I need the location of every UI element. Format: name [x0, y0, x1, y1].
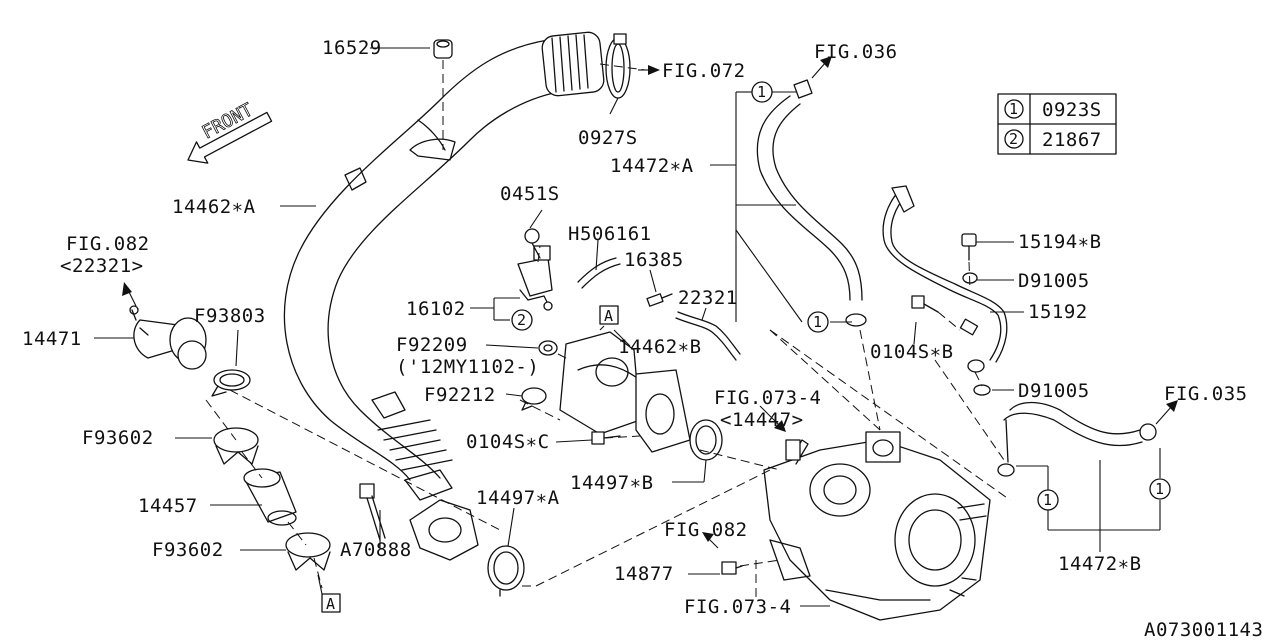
intake-duct-14462a: [283, 31, 605, 561]
label-f92209: F92209: [396, 334, 468, 356]
figure-id: A073001143: [1144, 619, 1263, 640]
turbo-outlet-pipe-14462b: [559, 331, 691, 453]
label-14462a: 14462∗A: [172, 196, 256, 218]
reference-box-a-lower: A: [321, 593, 341, 613]
label-fig073-upper: FIG.073-4: [714, 387, 821, 409]
label-15192: 15192: [1028, 301, 1088, 323]
legend-symbol-1-text: 1: [1009, 100, 1018, 118]
label-14471: 14471: [22, 328, 82, 350]
index-marker-text: 1: [1043, 491, 1052, 509]
coolant-hose-14472a: [756, 79, 867, 327]
label-a70888: A70888: [340, 539, 412, 561]
clip-f92212: [521, 387, 547, 411]
index-marker-text: 2: [517, 311, 526, 329]
reference-a-upper-text: A: [604, 307, 613, 325]
label-f92212: F92212: [424, 384, 496, 406]
label-fig072: FIG.072: [662, 60, 746, 82]
clamp-f93602-upper: [213, 427, 259, 465]
clamp-f93602-lower: [285, 532, 331, 571]
label-h506161: H506161: [568, 223, 652, 245]
label-f92209-sub: ('12MY1102-): [396, 356, 539, 378]
reference-a-lower-text: A: [326, 595, 335, 613]
index-marker-2: 2: [511, 309, 533, 331]
label-22321: 22321: [678, 287, 738, 309]
solenoid-valve-16102: [517, 245, 553, 311]
index-marker-1-top: 1: [751, 81, 773, 103]
connector-16385: [646, 293, 673, 307]
label-0104sc: 0104S∗C: [466, 431, 550, 453]
label-0451s: 0451S: [500, 183, 560, 205]
banjo-bolt-15194b: [961, 233, 977, 261]
label-fig073-lower: FIG.073-4: [684, 596, 791, 618]
label-16385: 16385: [624, 249, 684, 271]
hose-22321: [675, 311, 741, 361]
hose-h506161: [577, 257, 621, 289]
label-f93803: F93803: [194, 305, 266, 327]
legend-part-2: 21867: [1042, 129, 1102, 151]
grommet-16529: [433, 39, 453, 59]
index-marker-text: 1: [1155, 480, 1164, 498]
label-f93602-lower: F93602: [152, 539, 224, 561]
label-14472a: 14472∗A: [610, 155, 694, 177]
clip-f92209: [538, 340, 558, 356]
label-fig082-top: FIG.082: [66, 233, 150, 255]
label-14497b: 14497∗B: [570, 472, 654, 494]
leader-lines: [94, 47, 1178, 607]
label-fig082-bottom: FIG.082: [664, 519, 748, 541]
bolt-0451s: [524, 228, 541, 259]
label-14462b: 14462∗B: [618, 336, 702, 358]
index-marker-1-left: 1: [1037, 489, 1059, 511]
clamp-f93803: [211, 369, 251, 397]
legend-symbol-2: [1004, 129, 1024, 149]
washer-d91005-lower: [973, 384, 991, 396]
index-marker-text: 1: [813, 313, 822, 331]
gasket-14497a: [487, 545, 525, 597]
reference-box-a-upper: A: [599, 305, 619, 325]
legend-symbol-2-text: 2: [1009, 130, 1018, 148]
label-fig036: FIG.036: [814, 41, 898, 63]
bolt-0104sb: [911, 295, 939, 313]
label-15194b: 15194∗B: [1018, 231, 1102, 253]
legend-table: 1 0923S 2 21867: [997, 93, 1117, 155]
label-fig035: FIG.035: [1164, 383, 1248, 405]
index-marker-1-right: 1: [1149, 478, 1171, 500]
bolt-a70888: [359, 483, 386, 541]
label-14457: 14457: [138, 495, 198, 517]
legend-part-1: 0923S: [1042, 99, 1102, 121]
turbocharger-assembly: [763, 431, 991, 621]
assembly-guide-lines: [205, 60, 1011, 600]
label-16529: 16529: [322, 37, 382, 59]
label-16102: 16102: [406, 298, 466, 320]
oil-pipe-15192: [882, 185, 1008, 373]
front-label: FRONT: [199, 99, 257, 143]
label-d91005-lower: D91005: [1018, 380, 1090, 402]
hose-clamp-0927s: [605, 33, 631, 99]
front-direction-arrow-icon: FRONT: [187, 99, 273, 164]
hose-14457: [243, 468, 297, 526]
label-14877: 14877: [614, 563, 674, 585]
label-0104sb: 0104S∗B: [870, 341, 954, 363]
legend-symbol-1: [1004, 99, 1024, 119]
label-fig073-upper-sub: <14447>: [720, 409, 804, 431]
label-f93602-upper: F93602: [82, 427, 154, 449]
label-d91005-upper: D91005: [1018, 270, 1090, 292]
bypass-valve-14471: [129, 305, 207, 370]
label-0927s: 0927S: [578, 127, 638, 149]
part-labels: 16529 FIG.072 0927S FIG.036 14472∗A 1446…: [22, 37, 1263, 640]
label-14472b: 14472∗B: [1058, 553, 1142, 575]
label-14497a: 14497∗A: [476, 487, 560, 509]
index-marker-text: 1: [757, 83, 766, 101]
index-marker-1-mid: 1: [807, 311, 829, 333]
label-fig082-sub: <22321>: [60, 255, 144, 277]
sensor-14877: [721, 561, 743, 575]
coolant-hose-14472b: [997, 401, 1157, 477]
